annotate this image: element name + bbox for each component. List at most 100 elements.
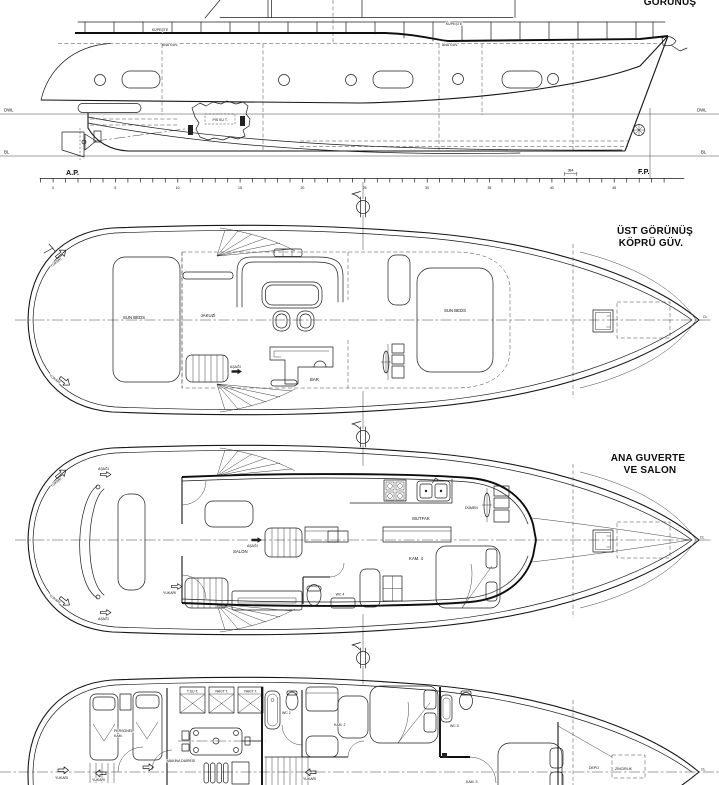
floor-gratings — [203, 761, 250, 785]
bl-label-left: BL — [4, 150, 10, 155]
aft-stairs-port: AŞAĞI YUKARI — [49, 447, 296, 489]
wc3-label: WC 3 — [450, 724, 459, 728]
sun-pad-fwd — [416, 267, 494, 373]
bow-thruster-icon — [633, 124, 645, 136]
roof-hatch — [273, 248, 303, 257]
stool — [296, 310, 315, 332]
double-bed — [369, 685, 439, 744]
kam2-label: KAM. 2 — [334, 723, 346, 727]
up-arrow-icon — [55, 249, 67, 260]
jakuzi-label: JAKUZİ — [201, 313, 216, 318]
up-arrow-icon — [57, 766, 69, 775]
door-post — [442, 753, 447, 758]
hull-outline-inner — [32, 229, 693, 411]
door-swings — [181, 480, 207, 600]
down-arrow-icon — [231, 368, 242, 375]
chine-curves — [87, 116, 623, 154]
dwl-label-right: DWL — [697, 108, 707, 113]
up-arrow-icon — [58, 376, 70, 386]
section-symbol-2 — [351, 421, 370, 448]
bridge-title-line2: KÖPRÜ GÜV. — [619, 236, 683, 249]
engine-plan — [189, 727, 243, 756]
profile-title-partial: GÖRÜNÜŞ — [644, 0, 697, 8]
cabin-window — [372, 70, 414, 89]
sun-beds-fwd-label: SUN BEDS — [444, 308, 466, 313]
sink — [440, 694, 453, 723]
sun-beds-aft-label: SUN BEDS — [123, 315, 145, 320]
bow-stem — [624, 35, 669, 152]
tank-fuel-1: YAKIT T. — [208, 686, 235, 714]
tank-fresh-water: T.SU T. — [179, 686, 206, 714]
pillow — [92, 696, 116, 711]
chain-locker: ZİNCİRLİK — [611, 754, 646, 779]
pillow — [135, 694, 160, 709]
tank-label: T.SU T. — [187, 690, 198, 694]
rudder — [61, 131, 85, 158]
personel-cabin: PERSONEL KAM. — [89, 688, 173, 785]
scale-num: 15 — [238, 186, 242, 190]
pillow — [485, 581, 498, 602]
scale-num: 45 — [612, 186, 616, 190]
up-arrow-icon — [142, 763, 154, 772]
door-swing — [281, 724, 303, 746]
pillow — [549, 747, 564, 769]
asagi-label: AŞAĞI — [98, 616, 109, 621]
ana-guv-label-right: ANA GÜV. — [442, 43, 458, 47]
corner-tick — [43, 243, 56, 254]
transom-bench — [79, 484, 105, 600]
swim-platform — [77, 103, 142, 113]
u-seating — [236, 256, 344, 308]
jacuzzi-bench — [182, 271, 234, 280]
tank-fuel-2: YAKIT T. — [237, 686, 264, 714]
kam4-label: KAM. 4 — [409, 556, 424, 561]
bar-stool-bench — [270, 379, 298, 387]
salon-label: SALON — [233, 549, 248, 554]
frame-lines-dashed — [161, 44, 574, 150]
engine-outline — [191, 100, 251, 141]
wc3-room: WC 3 — [439, 687, 497, 784]
hardtop-inner-dashed — [181, 252, 349, 388]
blanket-fold — [397, 701, 431, 744]
down-arrow-icon — [100, 471, 112, 478]
helm-station: DÜMEN — [464, 485, 510, 523]
kam3-cabin: KAM. 3 — [465, 722, 613, 785]
up-arrow-icon — [171, 583, 183, 590]
depo-label: DEPO — [589, 766, 599, 770]
bar-label: BAR — [310, 377, 319, 382]
section-markers — [351, 182, 370, 684]
scale-num: 0 — [52, 186, 54, 190]
dim-384: 384 — [568, 169, 574, 173]
scale-num: 25 — [363, 186, 367, 190]
tanks: T.SU T. YAKIT T. YAKIT T. — [179, 686, 264, 714]
wc2-label: WC 2 — [282, 711, 291, 715]
yukari-label: YUKARI — [55, 776, 68, 780]
up-arrow-icon — [58, 596, 70, 606]
porthole — [94, 74, 106, 86]
tank-label: PİS SU T. — [212, 117, 227, 122]
table — [261, 281, 323, 309]
personel-label-1: PERSONEL — [114, 729, 133, 733]
hull-step — [557, 725, 613, 758]
up-arrow-icon — [55, 469, 67, 480]
main-title-line2: VE SALON — [624, 465, 677, 476]
double-bed — [497, 742, 563, 785]
profile-windows — [94, 70, 559, 89]
asagi-label: AŞAĞI — [247, 543, 258, 548]
wc2-room: WC 2 — [264, 690, 303, 757]
deck-hatch — [592, 529, 614, 553]
kupeste-label-left: KÜPEŞTE — [152, 28, 169, 32]
deck-sheer — [40, 35, 669, 104]
wc4-room: WC 4 — [302, 562, 356, 609]
yukari-label: YUKARI — [50, 257, 63, 268]
bow-cap-line — [579, 471, 697, 609]
yukari-label: YUKARI — [303, 777, 316, 781]
cl-label: CL — [701, 768, 706, 772]
galley-island — [304, 526, 452, 543]
bathtub — [264, 690, 281, 730]
ana-guv-label-left: ANA GÜV. — [162, 43, 178, 47]
up-arrow-icon — [95, 769, 107, 778]
cl-label: CL — [703, 315, 708, 319]
cabin-side-inner — [181, 477, 529, 603]
down-arrow-icon — [251, 537, 262, 543]
